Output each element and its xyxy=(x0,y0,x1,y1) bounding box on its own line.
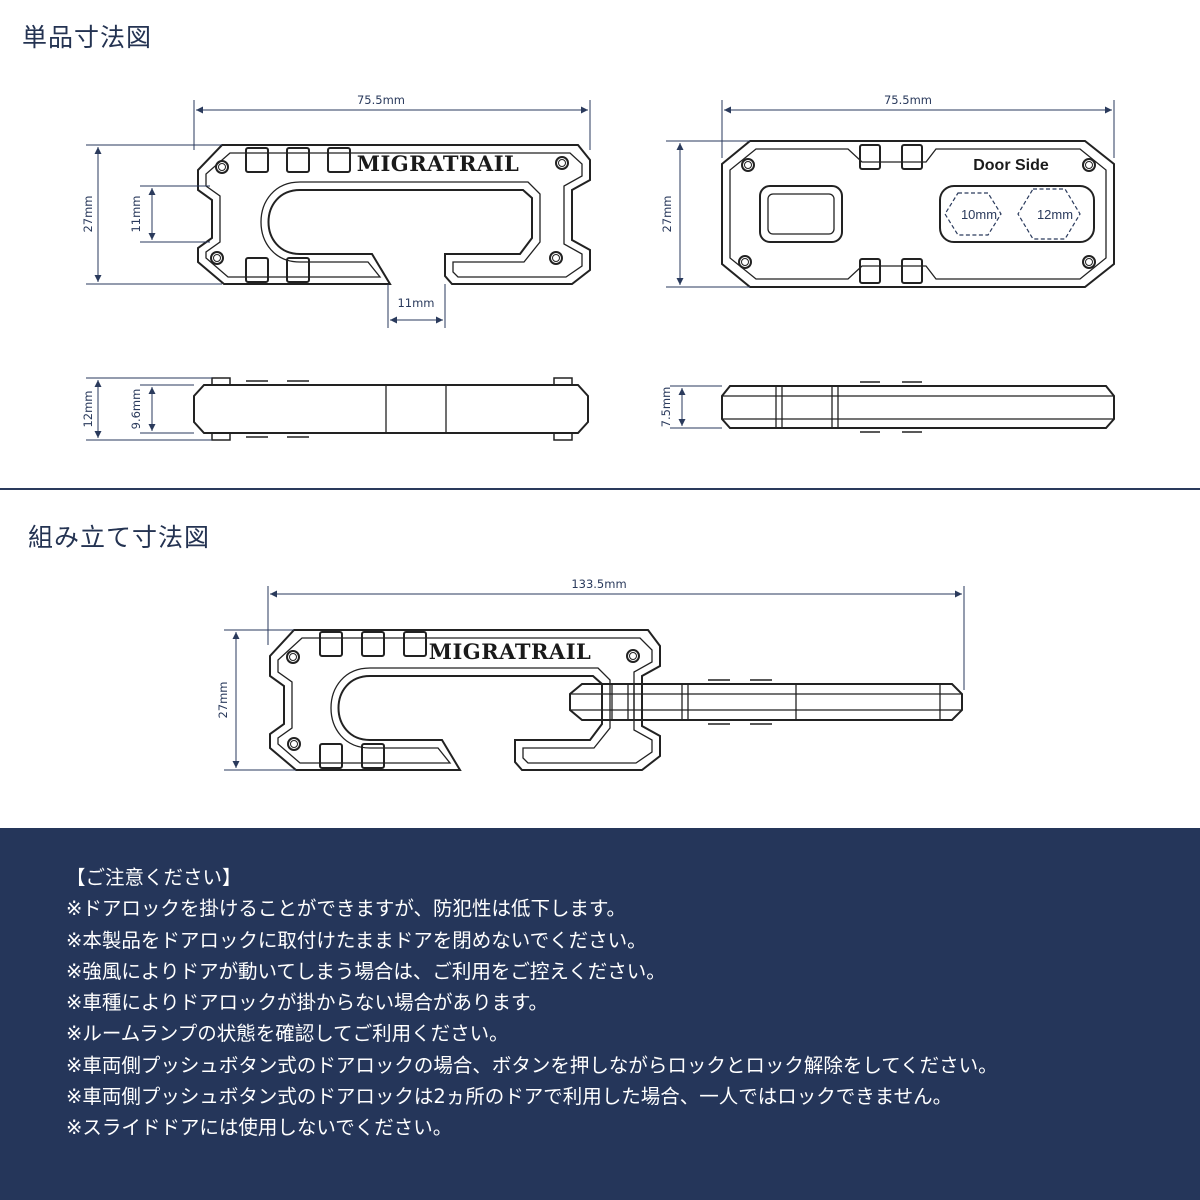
back-width-label: 75.5mm xyxy=(884,93,932,107)
caution-item: ※車種によりドアロックが掛からない場合があります。 xyxy=(66,991,548,1015)
caution-item: ※車両側プッシュボタン式のドアロックの場合、ボタンを押しながらロックとロック解除… xyxy=(66,1053,998,1077)
section-divider xyxy=(0,488,1200,490)
caution-item: ※本製品をドアロックに取付けたままドアを閉めないでください。 xyxy=(66,928,647,952)
caution-item: ※強風によりドアが動いてしまう場合は、ご利用をご控えください。 xyxy=(66,959,666,983)
back-view-drawing xyxy=(721,140,1115,288)
front-slot-label: 11mm xyxy=(129,195,143,232)
side-view-drawing-1 xyxy=(193,377,589,441)
assembly-dimension-lines xyxy=(224,586,965,771)
side-dimension-lines-1 xyxy=(86,377,212,441)
front-view-drawing xyxy=(197,144,591,285)
caution-list: 【ご注意ください】 ※ドアロックを掛けることができますが、防犯性は低下します。 … xyxy=(0,828,1200,1144)
assembly-dimension-title: 組み立て寸法図 xyxy=(28,523,211,552)
caution-item: ※ルームランプの状態を確認してご利用ください。 xyxy=(66,1022,509,1046)
single-dimension-title: 単品寸法図 xyxy=(22,23,153,52)
caution-heading: 【ご注意ください】 xyxy=(66,866,242,889)
front-height-label: 27mm xyxy=(81,195,95,232)
back-dimension-lines xyxy=(666,100,1115,288)
front-dimension-lines xyxy=(86,100,591,328)
caution-item: ※スライドドアには使用しないでください。 xyxy=(66,1116,453,1140)
side-dimension-lines-2 xyxy=(670,385,722,429)
front-gap-label: 11mm xyxy=(397,296,434,310)
back-height-label: 27mm xyxy=(660,195,674,232)
assembly-drawing xyxy=(269,629,963,771)
side-view-drawing-2 xyxy=(721,381,1115,433)
assembly-width-label: 133.5mm xyxy=(571,577,626,591)
hex-10mm-label: 10mm xyxy=(961,207,997,222)
assembly-brand-logo: MIGRATRAIL xyxy=(429,639,592,664)
front-width-label: 75.5mm xyxy=(357,93,405,107)
assembly-height-label: 27mm xyxy=(216,681,230,718)
side-inner-label: 9.6mm xyxy=(129,389,143,430)
caution-notes-panel: 【ご注意ください】 ※ドアロックを掛けることができますが、防犯性は低下します。 … xyxy=(0,828,1200,1200)
front-brand-logo: MIGRATRAIL xyxy=(357,151,520,176)
dimension-drawings: MIGRATRAIL 75.5mm 27mm 11mm 11mm xyxy=(81,93,1115,771)
hex-12mm-label: 12mm xyxy=(1037,207,1073,222)
side-height-label: 12mm xyxy=(81,390,95,427)
door-side-label: Door Side xyxy=(973,157,1049,174)
caution-item: ※ドアロックを掛けることができますが、防犯性は低下します。 xyxy=(66,897,626,921)
caution-item: ※車両側プッシュボタン式のドアロックは2ヵ所のドアで利用した場合、一人ではロック… xyxy=(66,1085,953,1109)
side2-height-label: 7.5mm xyxy=(659,387,673,428)
